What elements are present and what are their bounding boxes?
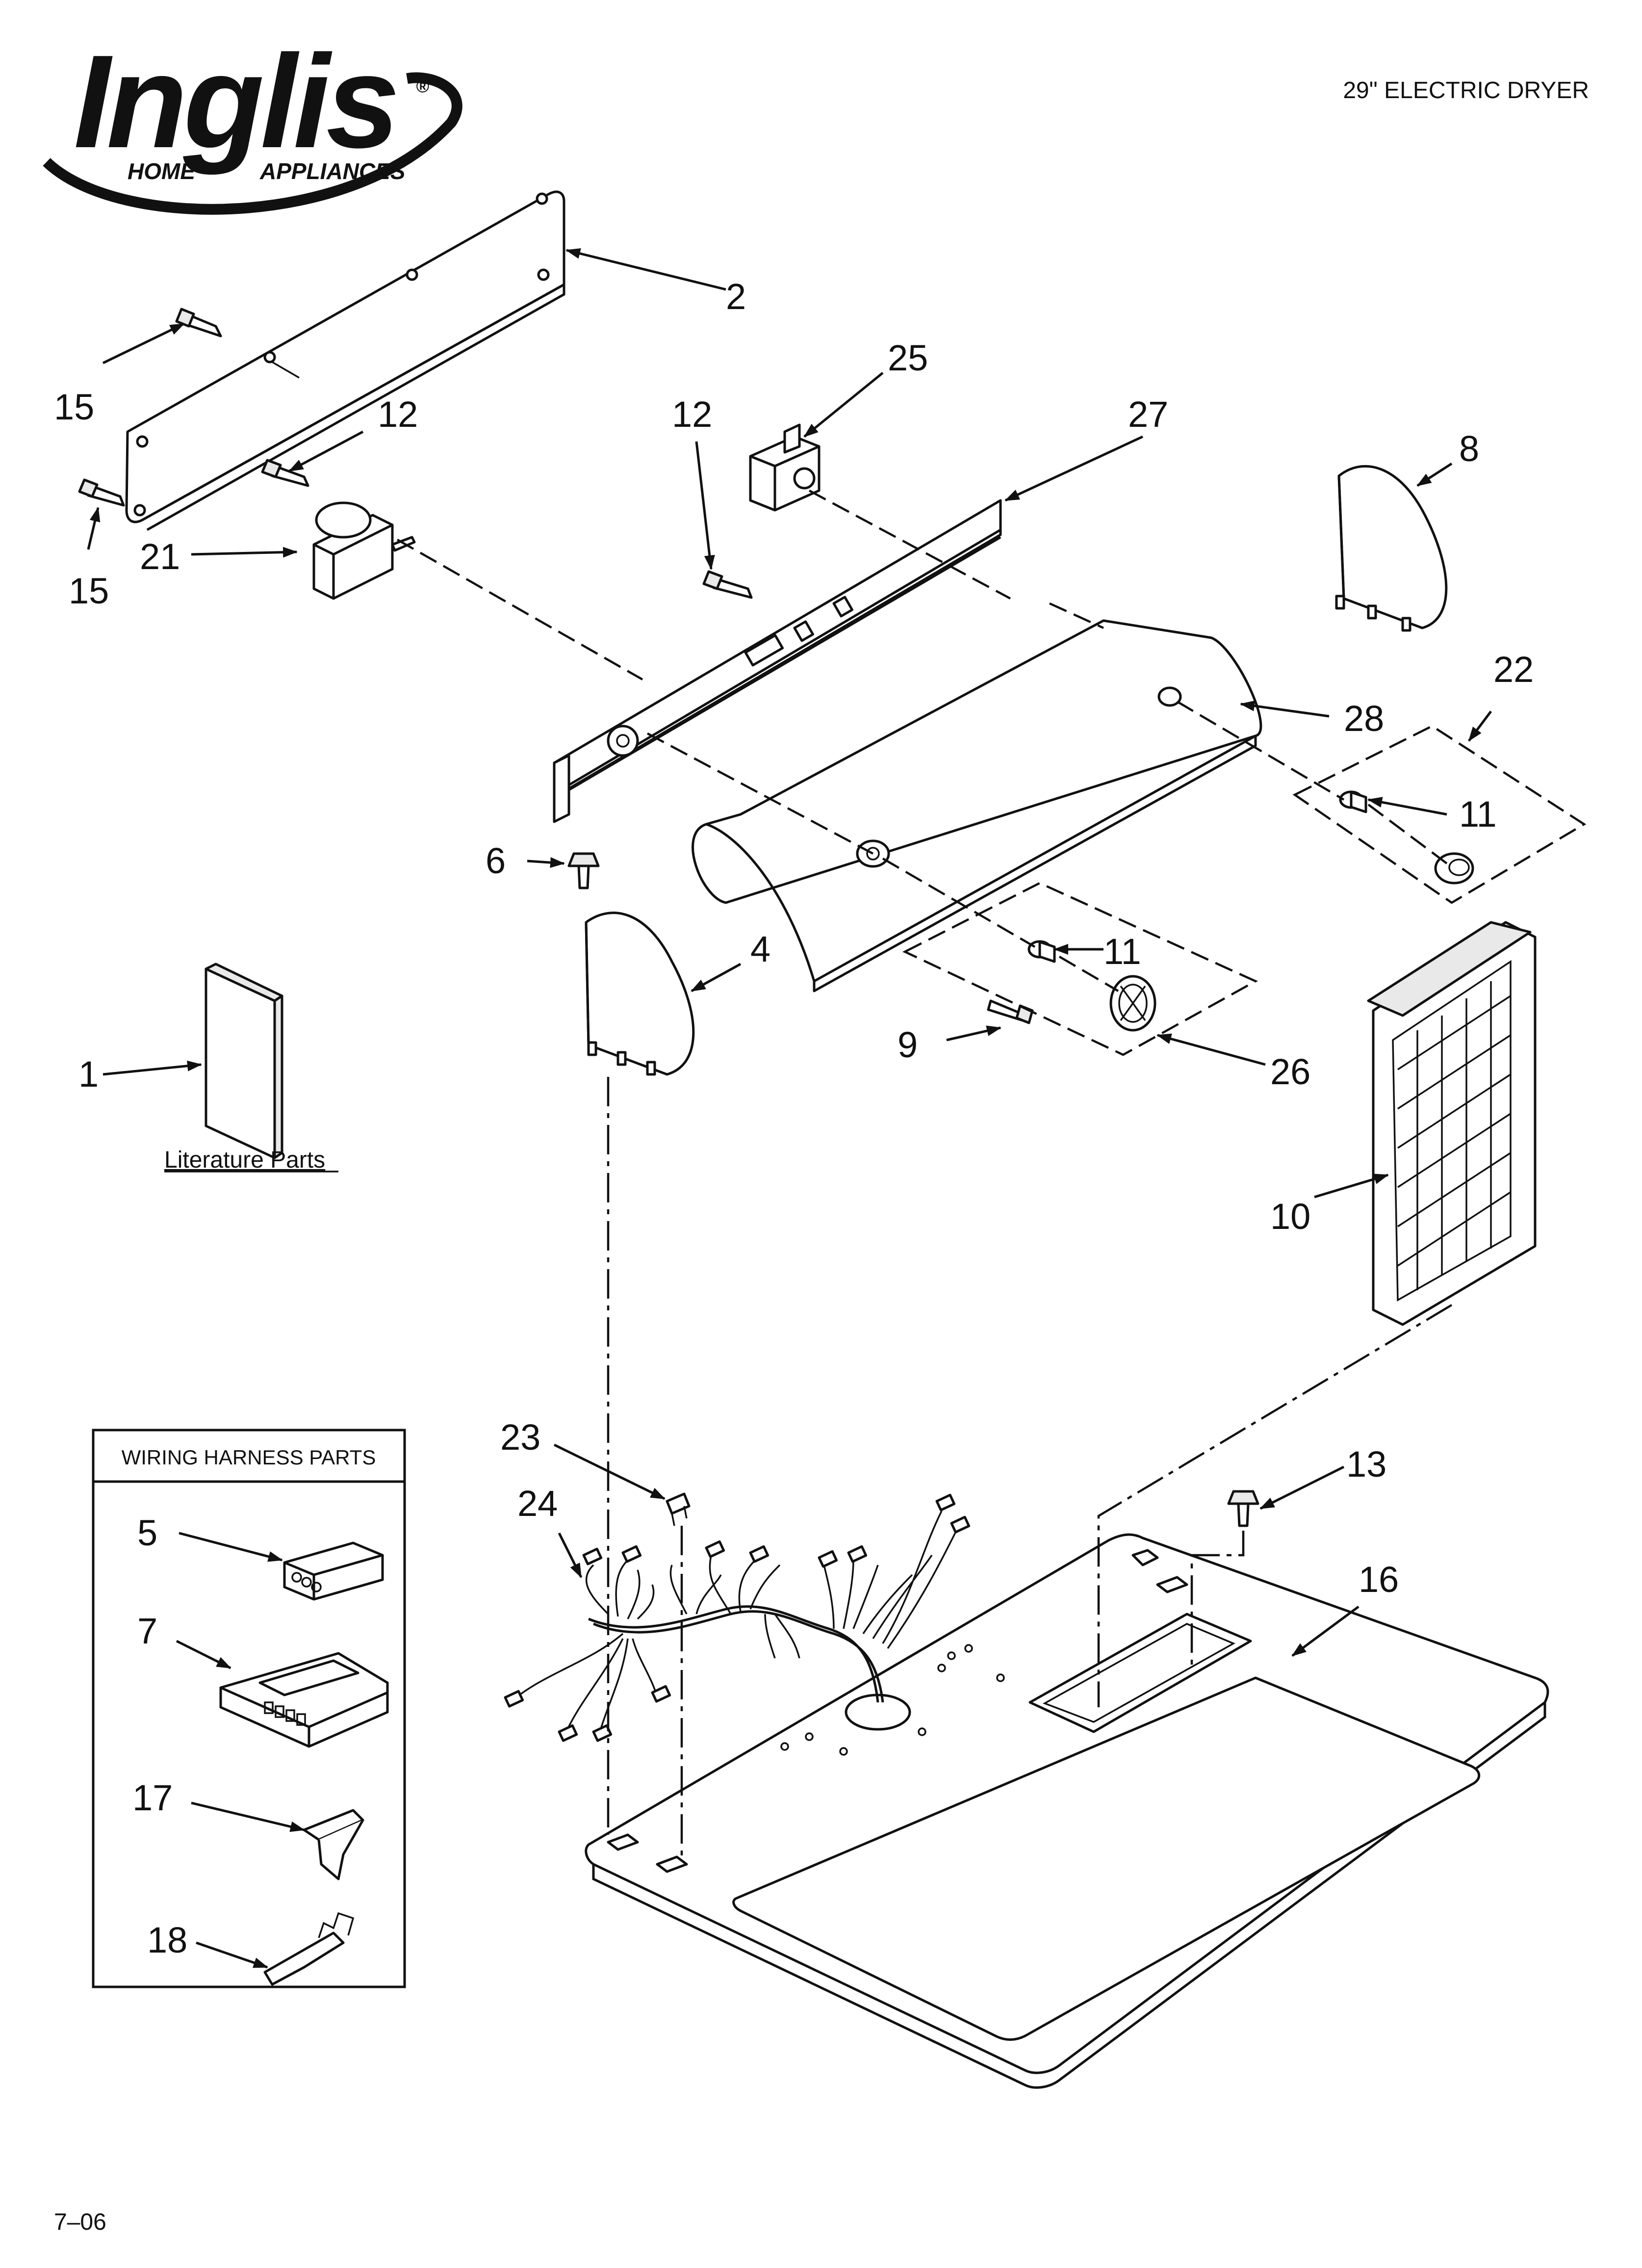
callout-8: 8: [1459, 428, 1479, 469]
callout-12-center: 12: [672, 394, 712, 435]
part-1-literature: [205, 963, 283, 1159]
part-17-clip: [303, 1809, 364, 1880]
callout-6: 6: [486, 840, 506, 881]
part-22-kit-outline: [1292, 725, 1587, 904]
part-7-terminal-block: [219, 1652, 389, 1748]
model-title: 29" ELECTRIC DRYER: [1343, 78, 1589, 104]
part-9-screw: [987, 999, 1034, 1024]
part-15-screw-upper: [175, 308, 222, 338]
part-11-spacer-center: [1027, 940, 1056, 963]
brand-tagline-home: HOME: [128, 158, 196, 184]
callout-28: 28: [1344, 698, 1384, 739]
brand-tagline-appliances: APPLIANCES: [259, 158, 406, 184]
part-6-screw: [567, 852, 600, 889]
brand-name: Inglis: [74, 28, 396, 176]
part-26-kit-outline: [902, 882, 1258, 1056]
part-25-switch: [749, 423, 821, 512]
wiring-harness-box-title: WIRING HARNESS PARTS: [122, 1446, 376, 1469]
callout-18: 18: [147, 1920, 187, 1960]
part-4-left-end-cap: [585, 912, 695, 1076]
part-16-top-panel: [585, 1533, 1549, 2089]
callout-27: 27: [1128, 394, 1168, 435]
callout-11-center: 11: [1103, 931, 1141, 972]
part-28-console: [692, 619, 1262, 992]
callout-1: 1: [78, 1054, 99, 1095]
part-10-lint-screen: [1367, 921, 1537, 1326]
callout-17: 17: [132, 1777, 173, 1818]
callout-26: 26: [1270, 1051, 1310, 1092]
callout-4: 4: [750, 929, 770, 969]
part-5-connector: [283, 1541, 384, 1601]
callout-13: 13: [1346, 1444, 1386, 1485]
callout-11-right: 11: [1459, 794, 1497, 834]
date-code: 7–06: [54, 2209, 106, 2235]
part-12-screw-left: [261, 459, 309, 487]
callout-16: 16: [1359, 1559, 1399, 1600]
part-11-spacer-right: [1339, 790, 1367, 813]
leader-arrows: [87, 248, 1492, 1969]
callout-10: 10: [1270, 1196, 1310, 1237]
callout-9: 9: [898, 1024, 918, 1065]
callout-2: 2: [726, 276, 746, 317]
part-15-screw-lower: [78, 478, 125, 507]
part-8-right-end-cap: [1335, 465, 1448, 632]
callout-21: 21: [140, 536, 180, 577]
callout-labels: 2 15 15 12 12 21 25 27 8 22 28 11 6 4 11…: [54, 276, 1534, 1960]
callout-5: 5: [137, 1512, 157, 1553]
callout-7: 7: [137, 1611, 157, 1651]
callout-15-upper: 15: [54, 387, 94, 427]
brand-logo: Inglis ® HOME APPLIANCES: [43, 28, 462, 215]
brand-registered-mark: ®: [416, 76, 429, 96]
part-13-screw: [1227, 1490, 1259, 1527]
part-26-knob: [1109, 975, 1156, 1032]
literature-parts-label: Literature Parts: [164, 1147, 325, 1173]
callout-12-left: 12: [378, 394, 418, 435]
callout-22: 22: [1493, 649, 1534, 690]
callout-24: 24: [517, 1483, 558, 1524]
callout-15-lower: 15: [69, 571, 109, 611]
part-23-clip: [666, 1492, 691, 1526]
part-2-rear-panel: [125, 190, 565, 531]
part-18-terminal: [263, 1912, 355, 1986]
part-21-timer: [312, 501, 416, 600]
callout-23: 23: [500, 1417, 540, 1458]
wiring-harness-parts-box: WIRING HARNESS PARTS: [92, 1429, 406, 1988]
part-12-screw-center: [702, 570, 753, 599]
part-27-control-bracket: [553, 499, 1002, 823]
callout-25: 25: [888, 338, 928, 378]
assembly-lines: [396, 490, 1453, 1859]
